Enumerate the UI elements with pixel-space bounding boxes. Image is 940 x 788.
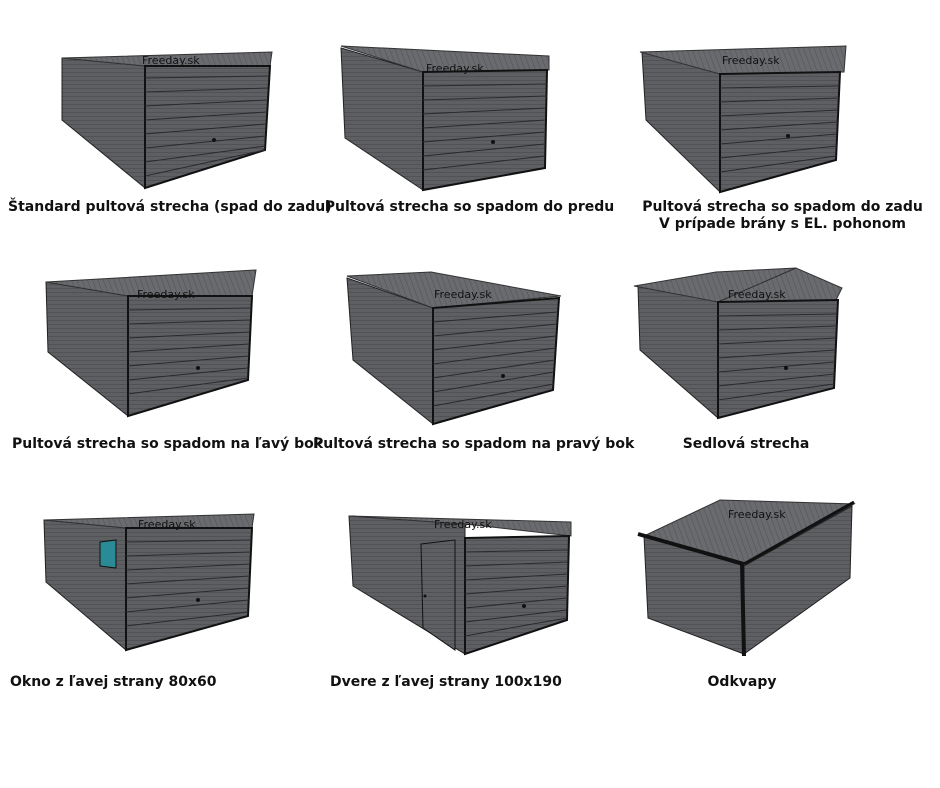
caption: Štandard pultová strecha (spad do zadu): [8, 199, 332, 215]
garage-variant-side-door: Freeday.sk Dvere z ľavej strany 100x190: [313, 500, 626, 700]
watermark: Freeday.sk: [728, 288, 786, 301]
caption-line-2: V prípade brány s EL. pohonom: [659, 216, 906, 232]
watermark: Freeday.sk: [434, 518, 492, 531]
garage-illustration: Freeday.sk: [637, 499, 856, 657]
garage-variant-gutters: Freeday.sk Odkvapy: [626, 499, 939, 700]
window-icon: [99, 539, 117, 569]
garage-variant-window: Freeday.sk Okno z ľavej strany 80x60: [0, 500, 313, 700]
garage-illustration: Freeday.sk: [61, 51, 273, 190]
garage-variant-standard: Freeday.sk Štandard pultová strecha (spa…: [0, 0, 332, 230]
garage-illustration: Freeday.sk: [45, 269, 257, 418]
caption: Pultová strecha so spadom na ľavý bok: [12, 436, 324, 452]
garage-illustration: Freeday.sk: [340, 45, 550, 192]
caption: Odkvapy: [707, 674, 777, 690]
garage-illustration: Freeday.sk: [639, 45, 847, 194]
watermark: Freeday.sk: [722, 54, 780, 67]
watermark: Freeday.sk: [142, 54, 200, 67]
garage-variant-rear-slope-electric: Freeday.sk Pultová strecha so spadom do …: [626, 0, 939, 240]
caption: Pultová strecha so spadom na pravý bok: [313, 436, 635, 452]
side-door-icon: [420, 539, 456, 651]
garage-variant-right-slope: Freeday.sk Pultová strecha so spadom na …: [313, 260, 635, 470]
gutter-icon: [637, 532, 745, 566]
garage-variant-gable: Freeday.sk Sedlová strecha: [626, 260, 939, 470]
garage-illustration: Freeday.sk: [43, 513, 255, 652]
downspout-icon: [740, 561, 746, 657]
caption: Dvere z ľavej strany 100x190: [330, 674, 562, 690]
garage-variant-left-slope: Freeday.sk Pultová strecha so spadom na …: [0, 260, 324, 470]
garage-illustration: Freeday.sk: [633, 267, 843, 420]
watermark: Freeday.sk: [138, 518, 196, 531]
watermark: Freeday.sk: [434, 288, 492, 301]
caption: Pultová strecha so spadom do zadu: [642, 199, 923, 215]
caption: Sedlová strecha: [682, 436, 810, 452]
garage-illustration: Freeday.sk: [346, 271, 562, 426]
caption: Okno z ľavej strany 80x60: [10, 674, 217, 690]
garage-illustration: Freeday.sk: [348, 515, 572, 656]
watermark: Freeday.sk: [728, 508, 786, 521]
caption: Pultová strecha so spadom do predu: [324, 199, 615, 215]
garage-variant-front-slope: Freeday.sk Pultová strecha so spadom do …: [313, 0, 626, 230]
watermark: Freeday.sk: [137, 288, 195, 301]
watermark: Freeday.sk: [426, 62, 484, 75]
